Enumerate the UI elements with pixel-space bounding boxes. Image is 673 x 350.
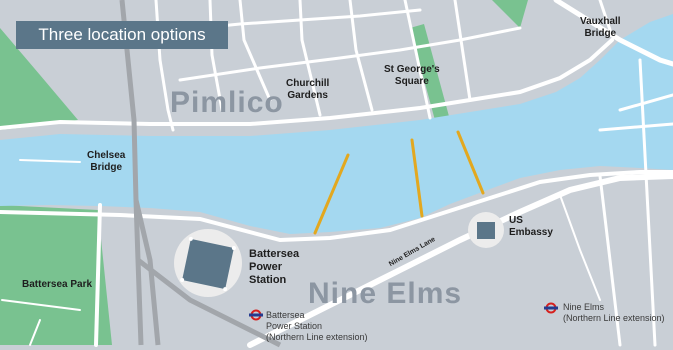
area-label-nine-elms: Nine Elms: [308, 277, 463, 310]
st-georges-square-green: [410, 24, 450, 124]
park-north: [0, 28, 78, 130]
station-label-battersea: Battersea Power Station (Northern Line e…: [266, 310, 368, 342]
map-title: Three location options: [16, 21, 228, 49]
river-thames: [0, 14, 673, 234]
bridge-option-1: [313, 153, 350, 235]
rail-lines: [119, 0, 282, 348]
park-top: [492, 0, 528, 28]
place-label-battersea-power-station: Battersea Power Station: [249, 248, 300, 286]
tube-roundel-icon: [544, 302, 558, 314]
bridge-option-2: [410, 138, 424, 218]
embassy-building-icon: [477, 222, 495, 239]
place-label-st-georges-square: St George's Square: [384, 64, 440, 87]
station-label-nine-elms: Nine Elms (Northern Line extension): [563, 302, 665, 323]
place-label-battersea-park: Battersea Park: [22, 279, 93, 290]
place-label-chelsea-bridge: Chelsea Bridge: [87, 150, 126, 173]
bridge-option-3: [456, 130, 485, 195]
power-station-icon: [180, 236, 236, 292]
place-label-us-embassy: US Embassy: [509, 215, 553, 238]
bridge-options: [313, 130, 485, 235]
area-label-pimlico: Pimlico: [170, 86, 284, 119]
tube-roundel-icon: [249, 309, 263, 321]
place-label-vauxhall-bridge: Vauxhall Bridge: [580, 16, 621, 39]
battersea-park: [0, 205, 112, 345]
place-label-churchill-gardens: Churchill Gardens: [286, 78, 330, 101]
